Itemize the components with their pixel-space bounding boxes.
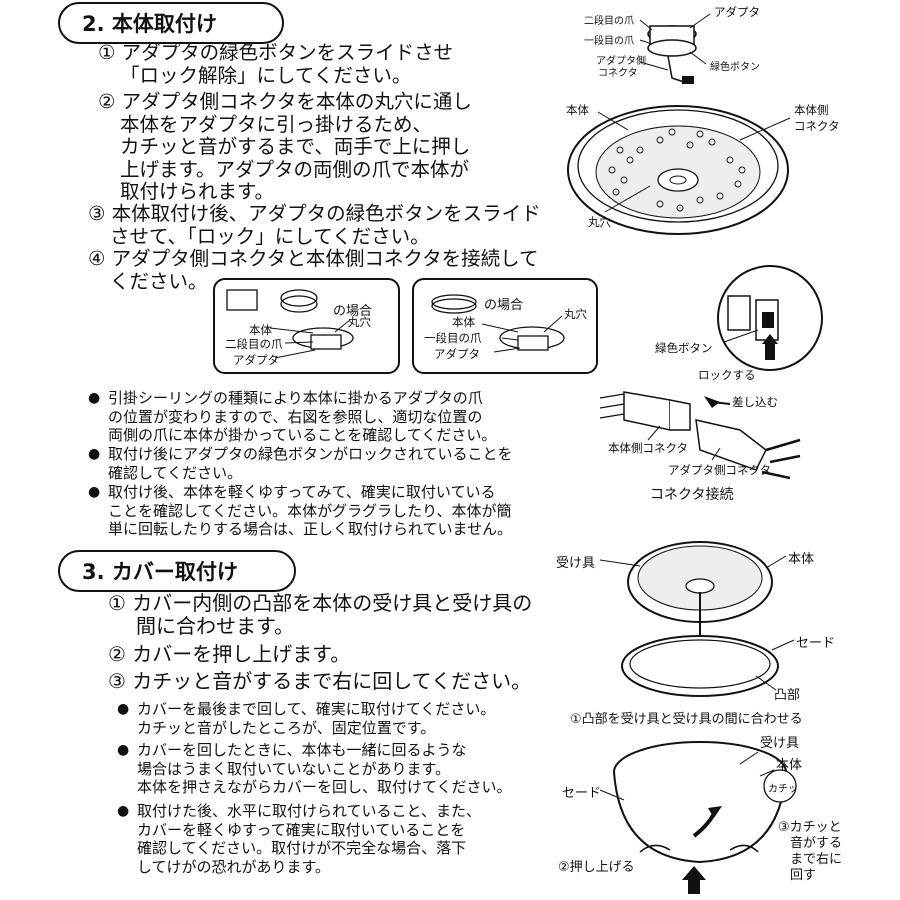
- step-3-2: ② カバーを押し上げます。: [108, 643, 350, 666]
- body-label: 本体: [776, 758, 803, 773]
- body-connector-label-2: コネクタ: [794, 119, 840, 133]
- note-3-2: ● カバーを回したときに、本体も一緒に回るような 場合はうまく取付いていないこと…: [117, 741, 512, 797]
- step-line: 間に合わせます。: [136, 613, 294, 638]
- claw-label: 一段目の爪: [424, 331, 482, 345]
- step-line: ③ 本体取付け後、アダプタの緑色ボタンをスライド: [88, 202, 541, 225]
- bullet-icon: ●: [117, 742, 130, 758]
- bullet-icon: ●: [88, 484, 101, 500]
- step-line: カチッと音がするまで、両手で上に押し: [120, 135, 471, 158]
- note-line: カバーを回したときに、本体も一緒に回るような: [137, 741, 467, 759]
- case-label: の場合: [484, 298, 524, 313]
- bullet-icon: ●: [88, 446, 101, 462]
- note-line: カチッと音がしたところが、固定位置です。: [137, 718, 436, 737]
- shade-label: セード: [562, 786, 602, 801]
- rotate-label: ③カチッと 音がする まで右に 回す: [778, 820, 842, 884]
- step-line: ② アダプタ側コネクタを本体の丸穴に通し: [98, 90, 472, 113]
- cover-align-caption: ①凸部を受け具と受け具の間に合わせる: [570, 712, 803, 727]
- step-line: ② カバーを押し上げます。: [108, 642, 351, 666]
- note-line: 両側の爪に本体が掛かっていることを確認してください。: [108, 426, 497, 444]
- click-label: カチッ: [768, 784, 798, 795]
- step-line: 「ロック解除」にしてください。: [120, 63, 412, 87]
- note-2-3: ● 取付け後、本体を軽くゆすってみて、確実に取付いている ことを確認してください…: [88, 483, 513, 539]
- note-line: カバーを軽くゆすって確実に取付いていることを: [137, 820, 466, 839]
- claw2-label: 二段目の爪: [584, 16, 634, 27]
- note-2-1: ● 引掛シーリングの種類により本体に掛かるアダプタの爪 の位置が変わりますので、…: [88, 389, 497, 445]
- body-label: 本体: [452, 315, 475, 329]
- rotate-line: まで右に: [790, 852, 843, 867]
- step-line: させて、「ロック」にしてください。: [110, 224, 430, 248]
- body-connector-label: 本体側コネクタ: [608, 441, 689, 455]
- adapter-connector-label: アダプタ側コネクタ: [668, 463, 772, 477]
- note-line: 本体を押さえながらカバーを回し、取付けてください。: [137, 778, 512, 796]
- note-2-2: ● 取付け後にアダプタの緑色ボタンがロックされていることを 確認してください。: [88, 445, 513, 482]
- green-button-label: 緑色ボタン: [710, 62, 760, 73]
- rotate-line: 音がする: [790, 836, 843, 851]
- green-button-label: 緑色ボタン: [655, 341, 713, 355]
- adapter-connector-label-1: アダプタ側: [596, 56, 646, 67]
- round-hole-label: 丸穴: [588, 215, 611, 229]
- note-line: の位置が変わりますので、右図を参照し、適切な位置の: [108, 407, 483, 426]
- note-line: ことを確認してください。本体がグラグラしたり、本体が簡: [108, 501, 512, 520]
- note-3-3: ● 取付けた後、水平に取付けられていること、また、 カバーを軽くゆすって確実に取…: [117, 802, 481, 876]
- connector-caption: コネクタ接続: [650, 487, 734, 503]
- push-up-label: ②押し上げる: [558, 860, 635, 875]
- case-box-right: の場合 本体 丸穴 一段目の爪 アダプタ: [412, 278, 598, 374]
- step-line: 取付けられます。: [120, 180, 275, 203]
- case-label: の場合: [333, 304, 373, 319]
- claw1-label: 一段目の爪: [584, 36, 634, 47]
- bullet-icon: ●: [88, 390, 101, 406]
- step-2-1: ① アダプタの緑色ボタンをスライドさせ 「ロック解除」にしてください。: [98, 41, 454, 87]
- bullet-icon: ●: [117, 701, 130, 717]
- body-label: 本体: [249, 323, 272, 337]
- step-line: ④ アダプタ側コネクタと本体側コネクタを接続して: [88, 247, 539, 270]
- step-line: 本体をアダプタに引っ掛けるため、: [120, 112, 433, 136]
- body-label: 本体: [788, 552, 815, 567]
- insert-label: 差し込む: [732, 395, 778, 409]
- note-line: カバーを最後まで回して、確実に取付けてください。: [137, 700, 496, 718]
- note-line: 単に回転したりする場合は、正しく取付けられていません。: [108, 520, 513, 538]
- step-line: ③ カチッと音がするまで右に回してください。: [108, 669, 532, 693]
- step-line: ① カバー内側の凸部を本体の受け具と受け具の: [108, 591, 533, 615]
- body-connector-label-1: 本体側: [794, 103, 829, 117]
- note-line: してけがの恐れがあります。: [137, 857, 331, 876]
- case-box-left: の場合 本体 丸穴 二段目の爪 アダプタ: [213, 278, 400, 374]
- adapter-label: アダプタ: [233, 353, 279, 367]
- receiver-label: 受け具: [760, 736, 800, 751]
- hole-label: 丸穴: [564, 307, 587, 321]
- step-2-3: ③ 本体取付け後、アダプタの緑色ボタンをスライド させて、「ロック」にしてくださ…: [88, 202, 541, 248]
- note-line: 取付けた後、水平に取付けられていること、また、: [137, 802, 481, 820]
- rotate-line: 回す: [790, 868, 817, 883]
- receiver-label: 受け具: [556, 556, 596, 571]
- bullet-icon: ●: [117, 803, 130, 819]
- adapter-connector-label-2: コネクタ: [598, 68, 638, 79]
- note-line: 取付け後にアダプタの緑色ボタンがロックされていることを: [108, 445, 513, 463]
- section-2-title: 2. 本体取付け: [58, 2, 284, 44]
- boss-label: 凸部: [774, 688, 801, 703]
- note-line: 取付け後、本体を軽くゆすってみて、確実に取付いている: [108, 483, 496, 501]
- note-line: 確認してください。: [108, 463, 243, 482]
- note-line: 確認してください。取付けが不完全な場合、落下: [137, 839, 467, 857]
- step-line: 上げます。アダプタの両側の爪で本体が: [120, 157, 470, 181]
- body-label: 本体: [566, 103, 589, 117]
- adapter-variant-illustration: [226, 289, 354, 359]
- note-line: 場合はうまく取付いていないことがあります。: [137, 759, 451, 778]
- shade-label: セード: [796, 636, 836, 651]
- hole-label: 丸穴: [348, 315, 371, 329]
- adapter-variant-illustration: [431, 294, 565, 353]
- step-line: ① アダプタの緑色ボタンをスライドさせ: [98, 41, 454, 64]
- rotate-line: ③カチッと: [778, 820, 842, 835]
- adapter-label: アダプタ: [434, 347, 480, 361]
- claw-label: 二段目の爪: [225, 337, 283, 351]
- note-line: 引掛シーリングの種類により本体に掛かるアダプタの爪: [108, 389, 483, 407]
- step-3-3: ③ カチッと音がするまで右に回してください。: [108, 670, 531, 693]
- step-3-1: ① カバー内側の凸部を本体の受け具と受け具の 間に合わせます。: [108, 592, 532, 637]
- step-2-4: ④ アダプタ側コネクタと本体側コネクタを接続して ください。: [88, 247, 539, 293]
- step-line: ください。: [110, 269, 208, 293]
- adapter-label: アダプタ: [714, 5, 760, 19]
- step-2-2: ② アダプタ側コネクタを本体の丸穴に通し 本体をアダプタに引っ掛けるため、 カチ…: [98, 90, 472, 204]
- note-3-1: ● カバーを最後まで回して、確実に取付けてください。 カチッと音がしたところが、…: [117, 700, 496, 737]
- section-3-title: 3. カバー取付け: [58, 550, 296, 592]
- lock-label: ロックする: [698, 368, 756, 382]
